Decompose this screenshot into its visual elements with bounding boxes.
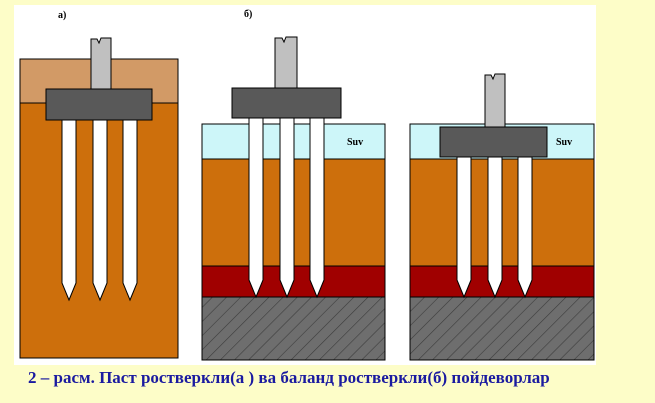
panel-b-left-rock-layer [201,296,386,361]
panel-b-left: б) Suv [201,9,386,361]
panel-b-label: б) [244,9,252,20]
panel-b-right: Suv [409,73,595,361]
panel-a-label: а) [58,10,66,21]
panel-b-right-pile-2 [487,149,503,299]
foundation-diagram: а) б) Suv Suv [14,5,596,365]
panel-b-left-column [274,36,298,90]
panel-a-pile-cap [45,88,153,121]
panel-b-left-pile-1 [248,116,264,299]
panel-b-left-pile-cap [231,87,342,119]
panel-a: а) [19,10,179,359]
panel-a-pile-1 [61,119,77,302]
panel-b-right-pile-1 [456,149,472,299]
panel-b-left-water-label: Suv [347,137,363,148]
panel-b-right-pile-cap [439,126,548,158]
panel-b-right-pile-3 [517,149,533,299]
panel-a-column [90,37,112,91]
panel-b-right-column [484,73,506,129]
panel-a-pile-3 [122,119,138,302]
panel-a-pile-2 [92,119,108,302]
panel-b-right-water-label: Suv [556,137,572,148]
panel-b-left-pile-3 [309,116,325,299]
panel-b-right-rock-layer [409,296,595,361]
figure-caption: 2 – расм. Паст ростверкли(а ) ва баланд … [28,368,550,387]
panel-b-left-pile-2 [279,116,295,299]
